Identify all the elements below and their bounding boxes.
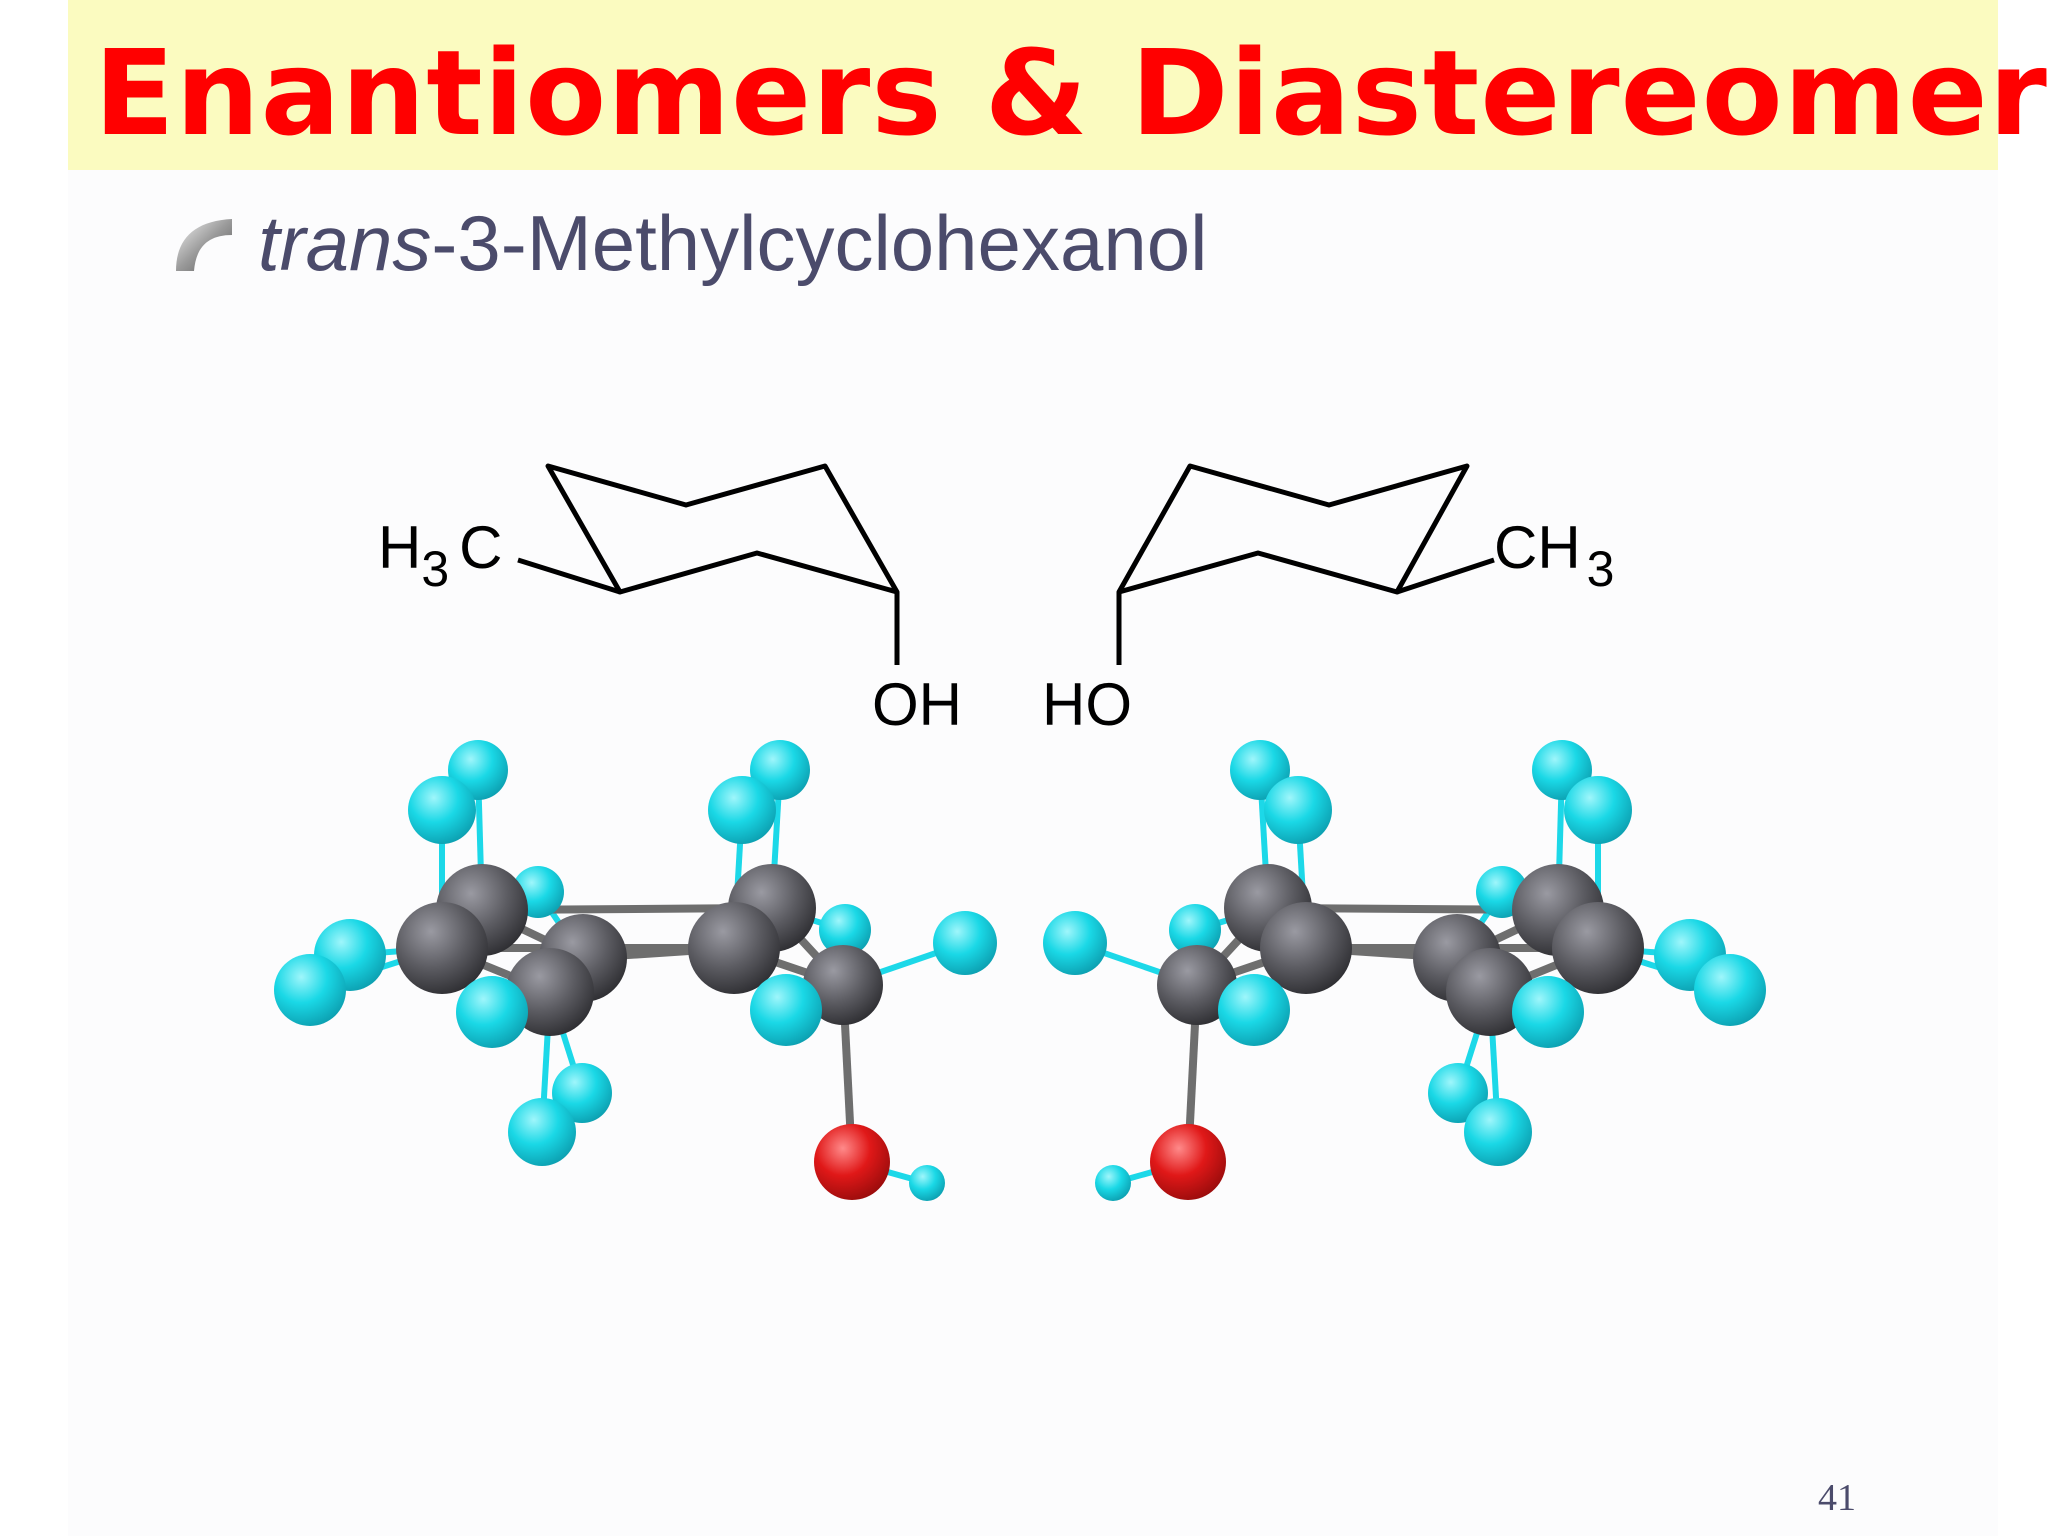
hydrogen-atom (552, 1063, 612, 1123)
left-chair-structure (517, 463, 900, 665)
hydrogen-atom (933, 911, 997, 975)
page-number: 41 (1818, 1477, 1856, 1519)
hydrogen-atom (819, 904, 871, 956)
left-hydroxyl-label: OH (872, 671, 962, 738)
right-chair-structure (1116, 463, 1495, 665)
hydrogen-atom (1095, 1165, 1131, 1201)
carbon-atom (688, 902, 780, 994)
carbon-atom (1157, 945, 1237, 1025)
slide-title: Enantiomers & Diastereomers (94, 24, 2048, 162)
bullet-text: trans-3-Methylcyclohexanol (258, 198, 1207, 289)
hydrogen-atom (1169, 904, 1221, 956)
hydrogen-atom (508, 1098, 576, 1166)
carbon-atom (1552, 902, 1644, 994)
hydrogen-atom (408, 776, 476, 844)
carbon-atom (1260, 902, 1352, 994)
bullet-item: trans-3-Methylcyclohexanol (172, 198, 1207, 288)
title-band (68, 0, 1998, 170)
right-ball-and-stick-model (1043, 740, 1766, 1201)
hydrogen-atom (274, 954, 346, 1026)
hydrogen-atom (1218, 974, 1290, 1046)
hydrogen-atom (1264, 776, 1332, 844)
hydrogen-atom (1464, 1098, 1532, 1166)
hydrogen-atom (456, 976, 528, 1048)
hydrogen-atom (1512, 976, 1584, 1048)
carbon-atom (506, 948, 594, 1036)
left-ball-and-stick-model (274, 740, 997, 1201)
bullet-text-italic: trans (258, 198, 432, 287)
bullet-text-rest: -3-Methylcyclohexanol (431, 198, 1208, 287)
carbon-atom (396, 902, 488, 994)
oxygen-atom (814, 1124, 890, 1200)
hydrogen-atom (1564, 776, 1632, 844)
right-hydroxyl-label: HO (1042, 671, 1132, 738)
bullet-icon (176, 219, 232, 271)
hydrogen-atom (708, 776, 776, 844)
right-cyclohexane-ring (1116, 463, 1470, 595)
hydrogen-atom (1428, 1063, 1488, 1123)
right-methyl-bond (1396, 557, 1495, 595)
hydrogen-atom (909, 1165, 945, 1201)
hydrogen-atom (1043, 911, 1107, 975)
hydrogen-atom (750, 974, 822, 1046)
slide-background (68, 0, 1998, 1536)
hydrogen-atom (1694, 954, 1766, 1026)
carbon-atom (803, 945, 883, 1025)
left-cyclohexane-ring (545, 463, 900, 595)
carbon-atom (1446, 948, 1534, 1036)
left-methyl-bond (517, 557, 621, 595)
oxygen-atom (1150, 1124, 1226, 1200)
